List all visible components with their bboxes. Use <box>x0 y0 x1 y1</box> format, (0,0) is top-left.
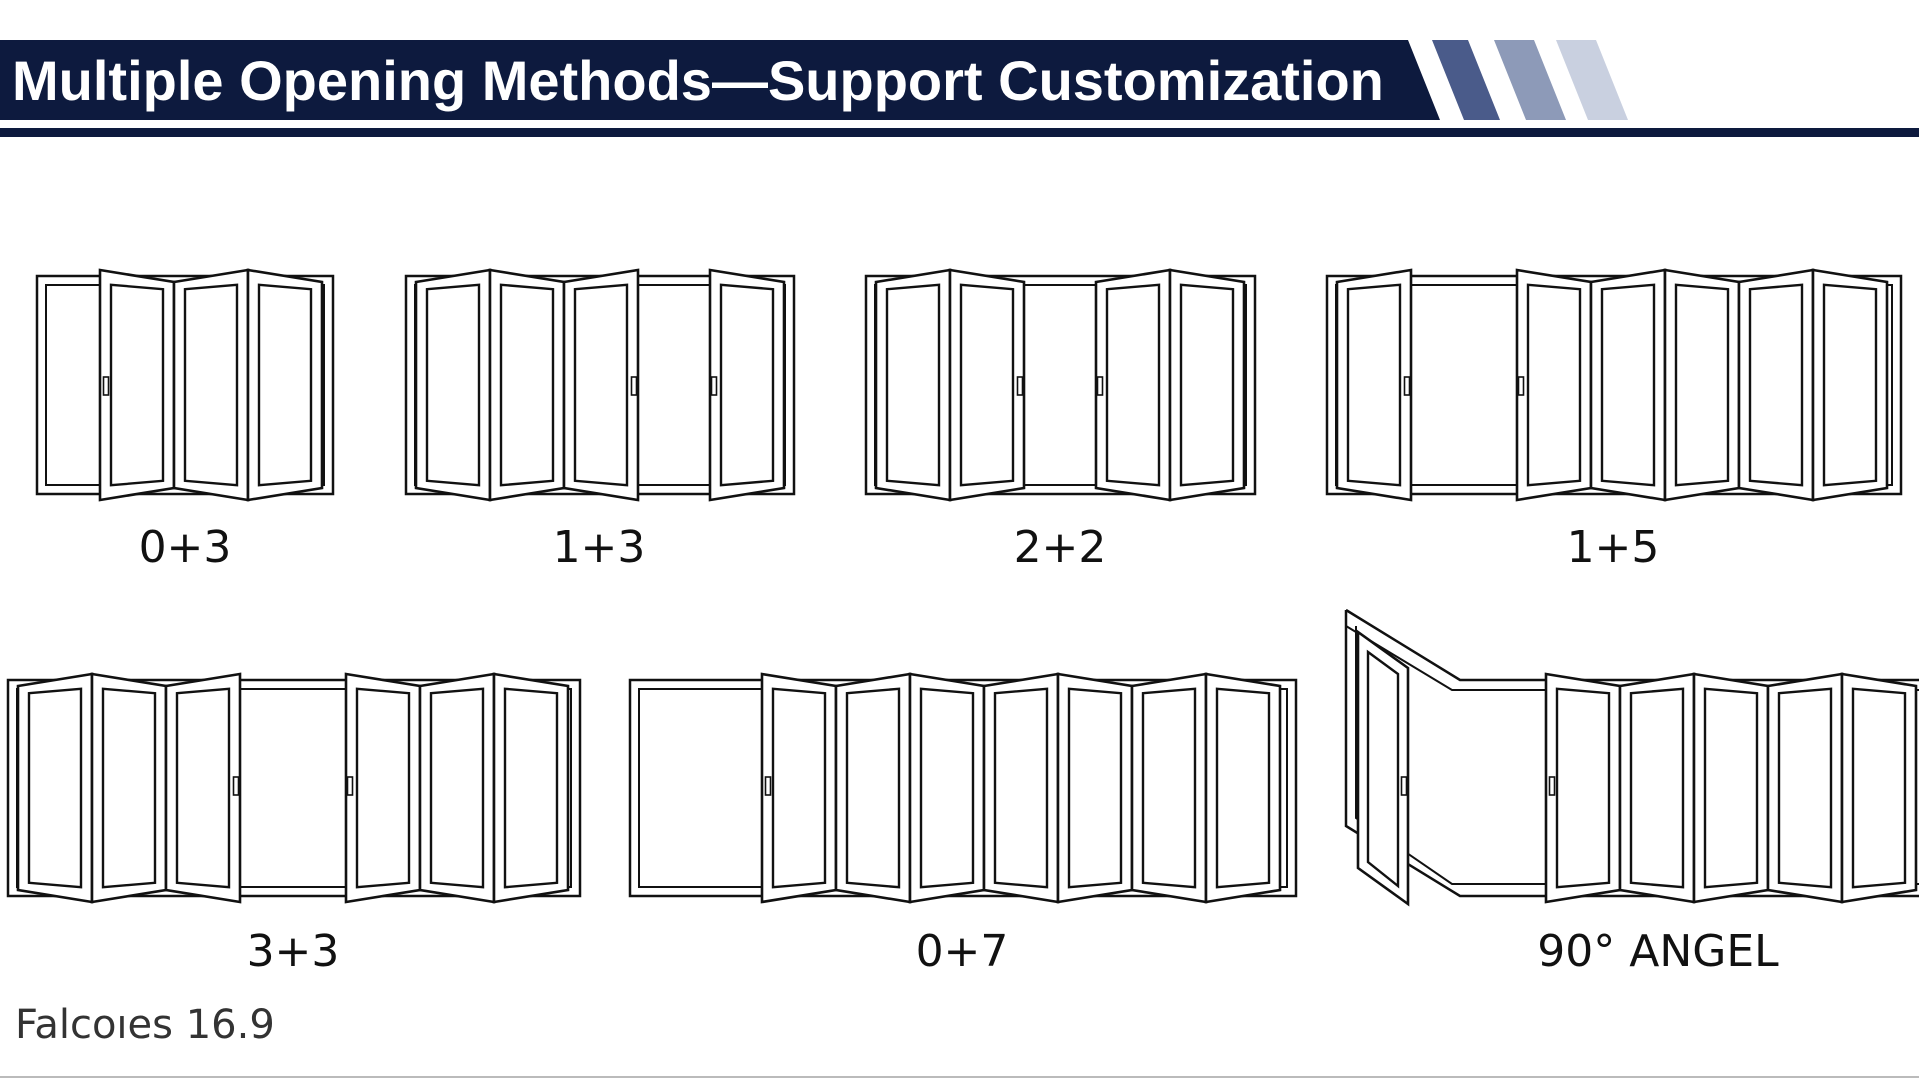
header-stripe-1 <box>1432 40 1500 120</box>
angel-panel-4-glass <box>1777 687 1833 889</box>
diagram-0-3-panel-1-glass <box>109 283 165 487</box>
diagram-2-2 <box>864 268 1257 502</box>
diagram-1-3 <box>404 268 796 502</box>
diagram-0-7-panel-6-glass <box>1141 687 1197 889</box>
header-stripe-2 <box>1494 40 1566 120</box>
diagram-3-3-handle-2 <box>346 776 354 796</box>
angel-panel-5-glass <box>1851 687 1907 889</box>
diagram-0-7-panel-2-glass <box>845 687 901 889</box>
angel-panel-2-glass <box>1629 687 1685 889</box>
opening-diagrams <box>6 268 1919 907</box>
diagram-label-1-3: 1+3 <box>553 522 646 573</box>
diagram-2-2-panel-1-glass <box>885 283 941 487</box>
diagram-1-3-panel-4-glass <box>719 283 775 487</box>
angel-panel-3-glass <box>1703 687 1759 889</box>
diagram-3-3-panel-2-glass <box>101 687 157 889</box>
diagram-2-2-panel-4 <box>1168 268 1246 502</box>
header-bar <box>0 40 1440 120</box>
diagram-1-3-panel-1-glass <box>425 283 481 487</box>
diagram-3-3-panel-4-glass <box>355 687 411 889</box>
diagram-1-5-panel-5-glass <box>1748 283 1804 487</box>
angel-open-panel <box>1356 629 1410 907</box>
angel-panel-1-glass <box>1555 687 1611 889</box>
angel-handle-2 <box>1548 776 1556 796</box>
diagram-0-7-panel-4-glass <box>993 687 1049 889</box>
header-stripe-3 <box>1556 40 1628 120</box>
diagram-3-3-panel-6 <box>492 672 570 904</box>
diagram-2-2-handle-1 <box>1016 376 1024 396</box>
diagram-0-7-panel-7-glass <box>1215 687 1271 889</box>
angel-panel-5 <box>1840 672 1918 904</box>
diagram-1-3-panel-3-glass <box>573 283 629 487</box>
footer-divider <box>0 1076 1919 1078</box>
diagram-0-7-panel-3-glass <box>919 687 975 889</box>
diagram-1-5 <box>1325 268 1903 502</box>
diagram-0-7-panel-1-glass <box>771 687 827 889</box>
diagram-3-3-panel-6-glass <box>503 687 559 889</box>
header-underline <box>0 128 1919 137</box>
diagram-2-2-panel-3-glass <box>1105 283 1161 487</box>
angel-frame-top-outer <box>1345 608 1919 682</box>
diagram-1-5-panel-6-glass <box>1822 283 1878 487</box>
diagram-1-3-panel-3 <box>562 268 640 502</box>
diagram-2-2-panel-2 <box>948 268 1026 502</box>
diagram-1-5-handle-2 <box>1517 376 1525 396</box>
diagram-0-7-panel-5-glass <box>1067 687 1123 889</box>
page-title: Multiple Opening Methods—Support Customi… <box>12 49 1384 112</box>
diagram-1-3-panel-4 <box>708 268 786 502</box>
diagram-1-3-handle-2 <box>710 376 718 396</box>
diagram-1-5-handle-1 <box>1403 376 1411 396</box>
diagram-3-3-panel-3-glass <box>175 687 231 889</box>
diagram-1-5-panel-6 <box>1811 268 1889 502</box>
diagram-0-3-panel-2-glass <box>183 283 239 487</box>
diagram-label-90-angel: 90° ANGEL <box>1537 926 1779 977</box>
angel-open-panel-glass <box>1366 649 1400 889</box>
diagram-2-2-handle-2 <box>1096 376 1104 396</box>
diagram-label-1-5: 1+5 <box>1567 522 1660 573</box>
diagram-label-0-3: 0+3 <box>139 522 232 573</box>
diagram-3-3-panel-5-glass <box>429 687 485 889</box>
diagram-2-2-panel-4-glass <box>1179 283 1235 487</box>
diagram-0-7 <box>628 672 1298 904</box>
diagram-0-3-panel-3-glass <box>257 283 313 487</box>
header: Multiple Opening Methods—Support Customi… <box>0 40 1919 137</box>
diagram-label-3-3: 3+3 <box>247 926 340 977</box>
diagram-0-3-panel-3 <box>246 268 324 502</box>
diagram-2-2-panel-2-glass <box>959 283 1015 487</box>
footer-watermark-text: Falcoıes 16.9 <box>15 1002 275 1048</box>
diagram-1-5-panel-4-glass <box>1674 283 1730 487</box>
diagram-label-0-7: 0+7 <box>916 926 1009 977</box>
diagram-3-3-handle-1 <box>232 776 240 796</box>
diagram-1-5-panel-1-glass <box>1346 283 1402 487</box>
diagram-1-3-handle-1 <box>630 376 638 396</box>
diagram-3-3 <box>6 672 582 904</box>
diagram-0-7-panel-7 <box>1204 672 1282 904</box>
angel-handle-1 <box>1400 776 1408 796</box>
diagram-1-5-panel-3-glass <box>1600 283 1656 487</box>
diagram-3-3-panel-1-glass <box>27 687 83 889</box>
diagram-label-2-2: 2+2 <box>1014 522 1107 573</box>
diagram-0-3-handle-1 <box>102 376 110 396</box>
diagram-90-angel <box>1344 608 1919 907</box>
diagram-1-3-panel-2-glass <box>499 283 555 487</box>
diagram-1-5-panel-1 <box>1335 268 1413 502</box>
diagram-0-3 <box>35 268 335 502</box>
diagram-1-5-panel-2-glass <box>1526 283 1582 487</box>
diagram-3-3-panel-3 <box>164 672 242 904</box>
diagram-0-7-handle-1 <box>764 776 772 796</box>
